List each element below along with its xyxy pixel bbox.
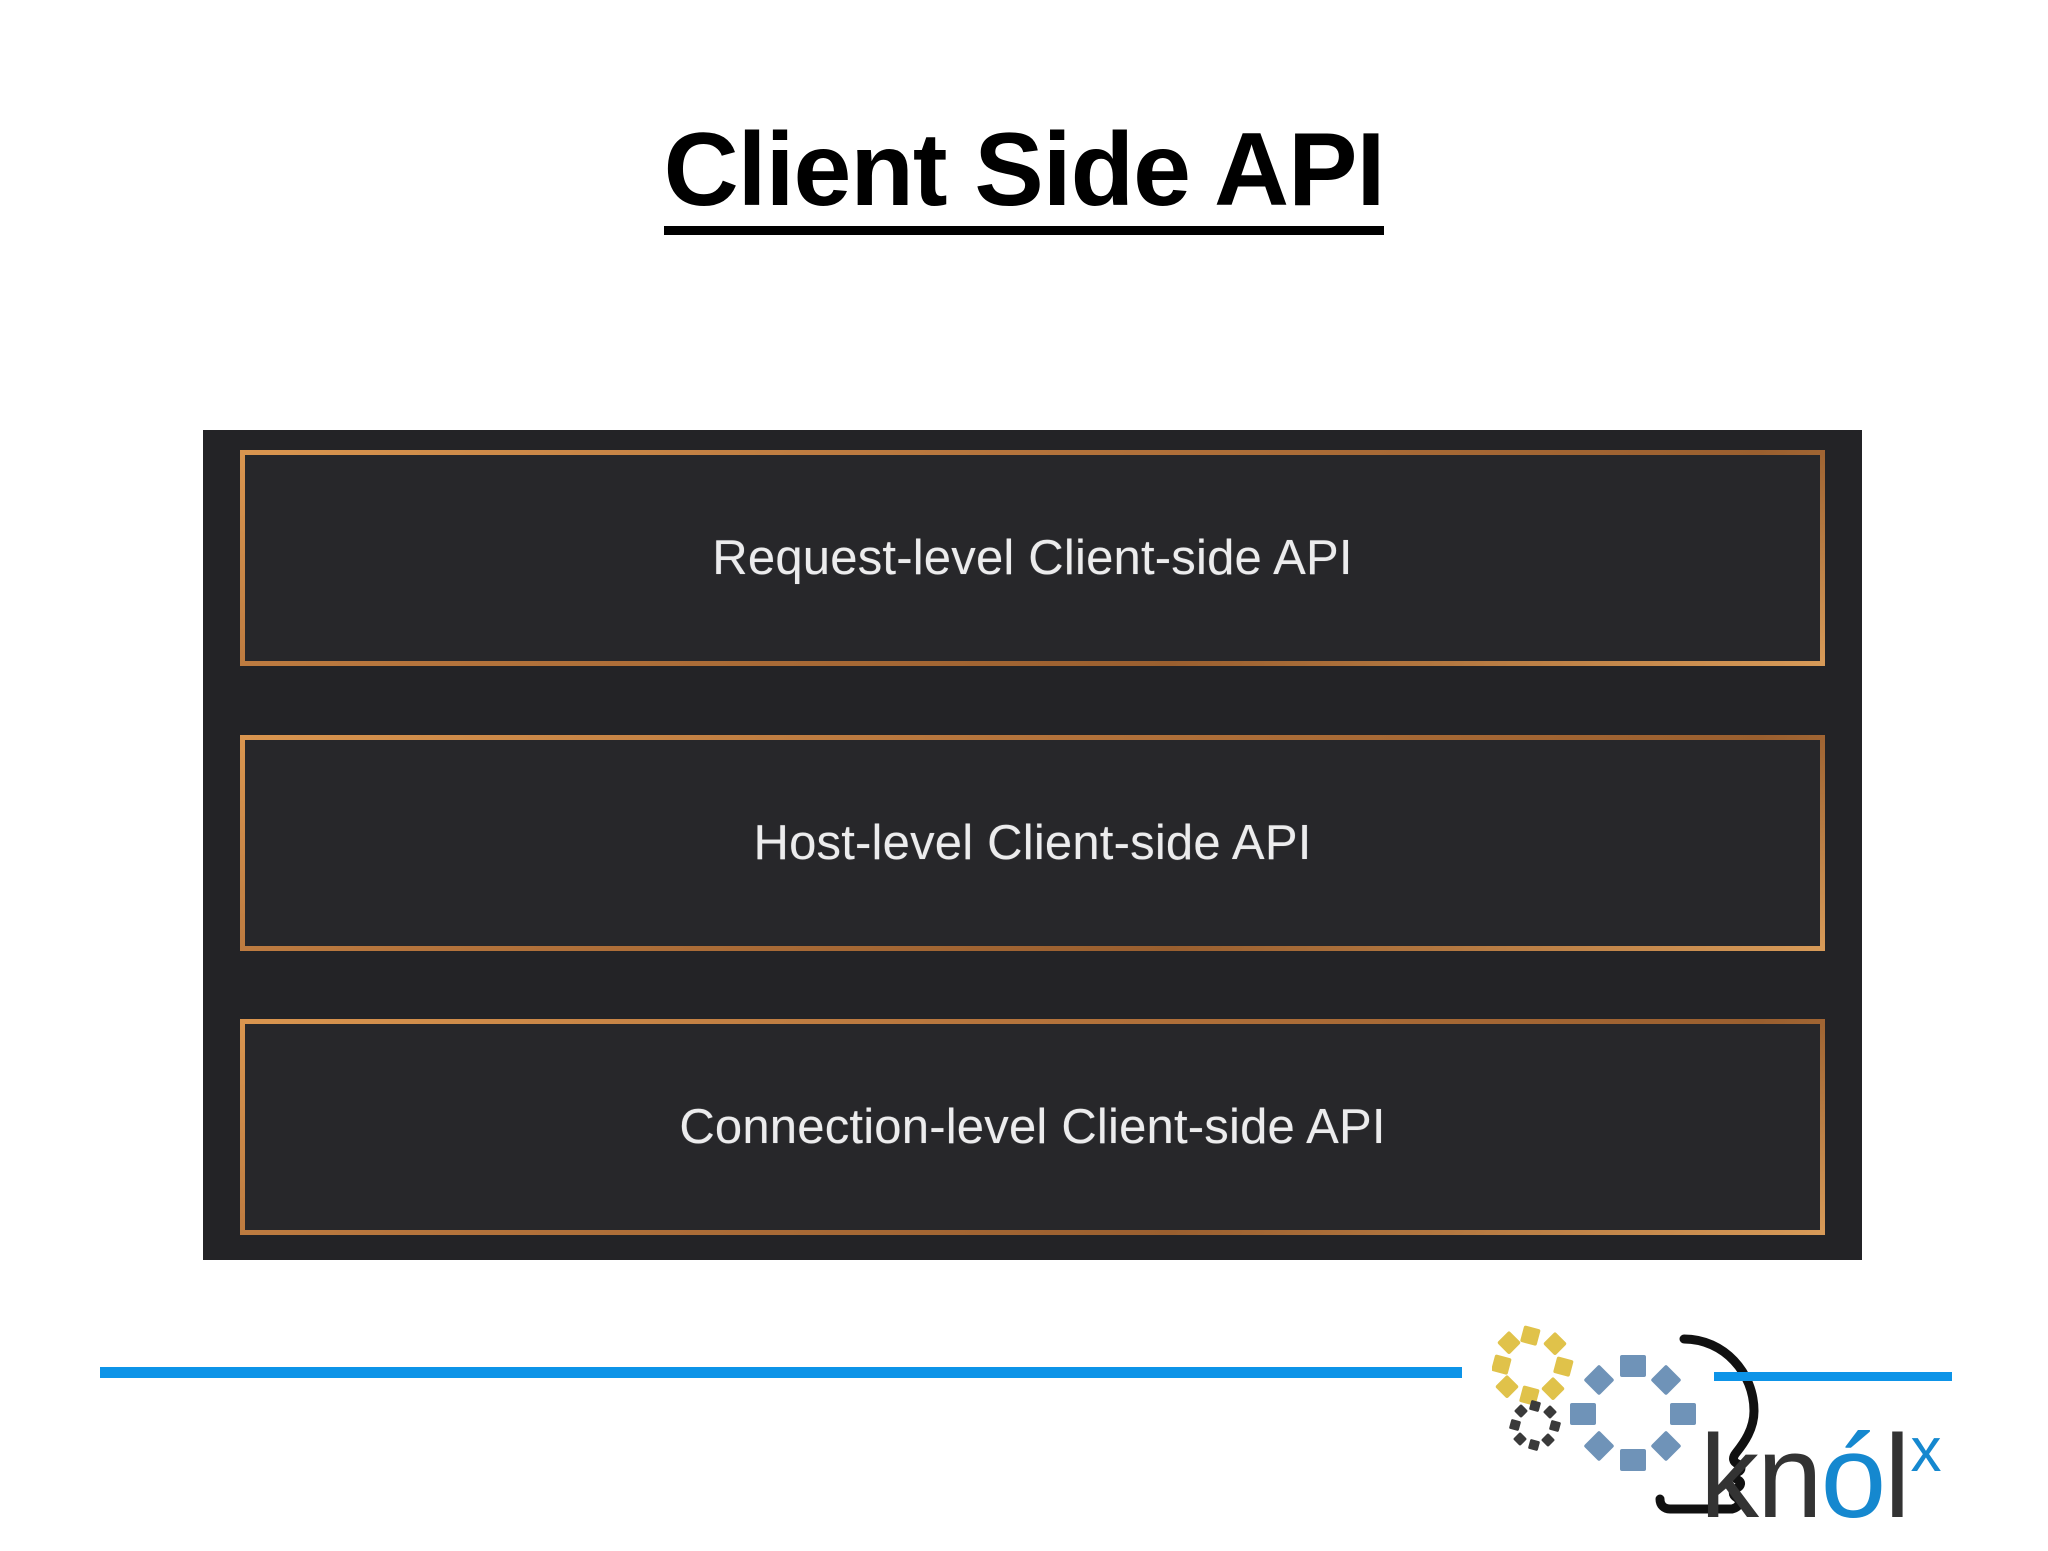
api-layer-label: Connection-level Client-side API [679,1100,1386,1154]
page-title: Client Side API [0,118,2048,235]
client-side-api-diagram: Request-level Client-side API Host-level… [203,430,1862,1260]
wordmark-l: l [1884,1411,1910,1543]
knolx-logo: knólx [1491,1325,2048,1543]
api-layer-box-host-level[interactable]: Host-level Client-side API [240,734,1825,951]
knolx-head-gears-icon [1491,1325,1782,1525]
api-layer-label: Host-level Client-side API [753,815,1312,870]
wordmark-o: ó [1820,1411,1887,1543]
api-layer-label: Request-level Client-side API [712,531,1353,585]
api-layer-box-request-level[interactable]: Request-level Client-side API [240,450,1825,666]
wordmark-k: k [1700,1411,1759,1543]
page-title-text: Client Side API [663,118,1385,235]
api-layer-box-connection-level[interactable]: Connection-level Client-side API [240,1019,1825,1235]
wordmark-n: n [1757,1411,1823,1543]
knolx-wordmark: knólx [1700,1377,2048,1543]
logo-blue-rule [1714,1372,1952,1381]
footer-divider-rule [100,1367,1462,1378]
wordmark-x: x [1910,1416,1942,1485]
